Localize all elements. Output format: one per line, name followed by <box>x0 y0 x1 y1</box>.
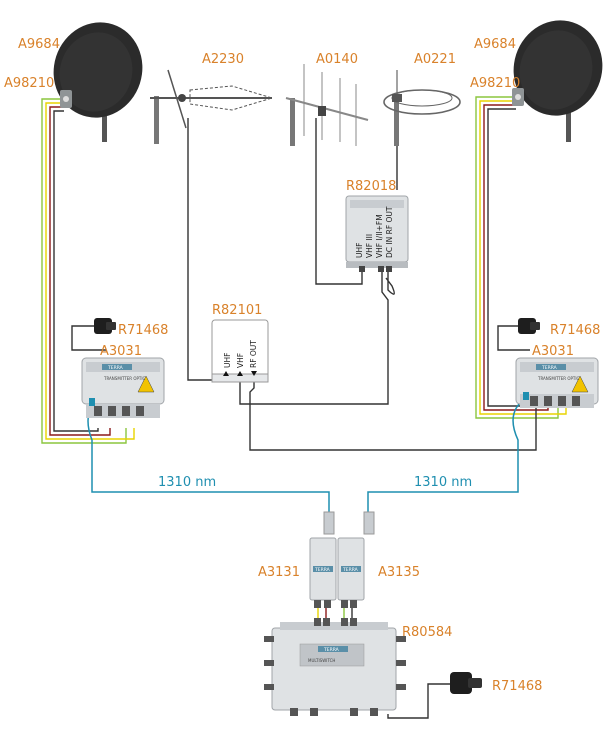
label-psu-right: R71468 <box>550 323 600 338</box>
label-rx-a3135: A3135 <box>378 565 420 580</box>
cable-right-lnb-yellow <box>479 100 567 415</box>
fiber-right <box>367 397 527 512</box>
cable-psu-left <box>71 325 106 351</box>
label-amp-r82101: R82101 <box>212 303 262 318</box>
antenna-a0221 <box>383 70 461 146</box>
optical-transmitter-left <box>81 357 165 418</box>
cable-a0140-to-r82018 <box>315 118 363 285</box>
label-wavelength-left: 1310 nm <box>158 475 216 490</box>
optical-receiver-a3135 <box>337 511 375 608</box>
satellite-dish-left <box>53 22 143 142</box>
label-dish-left: A9684 <box>18 37 60 52</box>
ms-caption: MULTISWITCH <box>308 658 335 663</box>
label-amp-r82018: R82018 <box>346 179 396 194</box>
r82018-port-labels: UHF VHF III VHF I/II+FM DC IN RF OUT <box>355 206 394 258</box>
r82018-port-dcin-rfout: DC IN RF OUT <box>385 206 394 258</box>
amplifier-r82101 <box>211 319 269 383</box>
r82101-port-arrows <box>223 371 257 376</box>
cable-left-lnb-yellow <box>45 102 135 440</box>
cable-right-lnb-dark <box>487 108 536 407</box>
label-rx-a3131: A3131 <box>258 565 300 580</box>
rx-a3131-brand: TERRA <box>314 567 331 573</box>
optical-receiver-a3131 <box>309 511 337 608</box>
label-wavelength-right: 1310 nm <box>414 475 472 490</box>
cable-psu-right <box>497 325 530 351</box>
power-supply-left <box>94 318 116 334</box>
r82018-port-vhf3: VHF III <box>365 234 374 258</box>
label-tx-left: A3031 <box>100 344 142 359</box>
coax-cables <box>41 96 567 719</box>
label-multiswitch: R80584 <box>402 625 452 640</box>
tx-left-caption: TRANSMITTER OPTIC <box>103 376 146 381</box>
tx-right-brand: TERRA <box>541 365 558 371</box>
label-psu-left: R71468 <box>118 323 168 338</box>
power-supply-bottom <box>450 672 482 694</box>
label-antenna-a2230: A2230 <box>202 52 244 67</box>
label-antenna-a0140: A0140 <box>316 52 358 67</box>
optical-transmitter-right <box>515 357 599 408</box>
cable-r82018-to-r82101 <box>239 268 389 405</box>
ms-brand: TERRA <box>323 647 340 653</box>
tx-right-caption: TRANSMITTER OPTIC <box>537 376 580 381</box>
label-lnb-right: A98210 <box>470 76 520 91</box>
power-supply-right <box>518 318 540 334</box>
r82101-port-vhf: VHF <box>236 353 245 368</box>
rx-a3135-brand: TERRA <box>342 567 359 573</box>
r82101-port-labels: UHF VHF RF OUT <box>223 340 258 368</box>
r82101-port-rfout: RF OUT <box>249 340 258 368</box>
cable-right-lnb-red <box>483 104 549 411</box>
label-psu-bottom: R71468 <box>492 679 542 694</box>
cable-left-lnb-red <box>49 106 111 436</box>
label-tx-right: A3031 <box>532 344 574 359</box>
satellite-dish-right <box>512 20 603 142</box>
label-dish-right: A9684 <box>474 37 516 52</box>
cable-left-lnb-dark <box>53 110 99 432</box>
amplifier-r82018 <box>345 195 409 272</box>
antenna-a2230 <box>150 69 274 144</box>
r82018-port-uhf: UHF <box>355 243 364 258</box>
cable-left-lnb-green <box>41 98 127 444</box>
antenna-a0140 <box>285 64 369 146</box>
cable-r82101-out-to-right-tx <box>249 376 537 451</box>
label-lnb-left: A98210 <box>4 76 54 91</box>
r82018-port-vhf12fm: VHF I/II+FM <box>375 214 384 258</box>
label-antenna-a0221: A0221 <box>414 52 456 67</box>
r82101-port-uhf: UHF <box>223 353 232 368</box>
tx-left-brand: TERRA <box>107 365 124 371</box>
cable-r82018-rfout-loop <box>385 268 395 295</box>
multiswitch-r80584 <box>264 618 406 716</box>
fiber-left <box>87 403 330 512</box>
cable-psu-bottom <box>387 683 450 719</box>
